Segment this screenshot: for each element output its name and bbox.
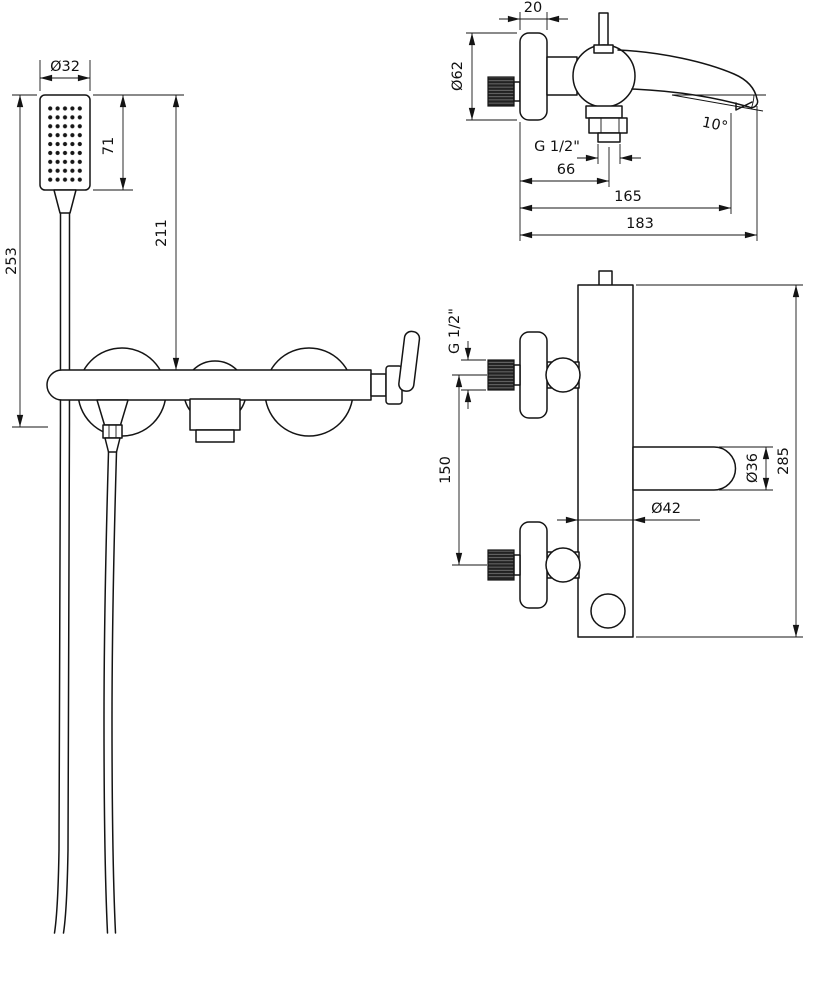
body-diameter-label: Ø42 bbox=[651, 501, 681, 517]
spout-dimensions: 20 Ø62 G 1/2" 66 bbox=[450, 0, 766, 241]
outlet-collar bbox=[585, 105, 623, 119]
dim-flange-width: 20 bbox=[499, 0, 568, 30]
lower-inlet-stem bbox=[513, 554, 521, 576]
outlet-nut bbox=[588, 117, 628, 134]
hose-right-edge bbox=[103, 451, 110, 934]
dim-total-reach: 183 bbox=[520, 106, 758, 241]
total-height-front-label: 253 bbox=[4, 247, 20, 275]
mixer-body-front bbox=[46, 330, 421, 453]
dim-total-height-front: 253 bbox=[4, 94, 48, 428]
stem-collar bbox=[593, 44, 614, 54]
front-dimensions: Ø32 71 211 253 bbox=[4, 59, 184, 428]
spout-aerator bbox=[735, 101, 753, 111]
hose-left-edge bbox=[62, 212, 71, 934]
lower-inlet-thread-knurl bbox=[487, 549, 515, 581]
dim-outlet-thread: G 1/2" bbox=[534, 139, 641, 164]
dim-shower-length: 71 bbox=[93, 94, 184, 191]
handle-lever bbox=[398, 330, 421, 392]
hose-right-edge bbox=[111, 451, 118, 934]
valve-body bbox=[572, 44, 636, 108]
cartridge-stem bbox=[598, 12, 609, 48]
dim-total-height-side: 285 bbox=[636, 284, 803, 638]
lower-inlet-flange bbox=[519, 521, 548, 609]
wall-flange bbox=[519, 32, 548, 121]
dim-inlet-spacing: 150 bbox=[438, 374, 487, 566]
side-dimensions: G 1/2" 150 Ø36 Ø42 bbox=[438, 284, 803, 638]
aerator bbox=[195, 429, 235, 443]
spout-curve bbox=[617, 49, 759, 109]
dim-flange-diameter: Ø62 bbox=[450, 32, 517, 121]
upper-inlet-stem bbox=[513, 364, 521, 386]
shower-hoses bbox=[53, 212, 118, 934]
outlet-tail bbox=[597, 132, 621, 143]
dim-wall-to-outlet: 66 bbox=[519, 122, 610, 241]
handle-neck bbox=[370, 373, 387, 397]
dim-shower-diameter: Ø32 bbox=[39, 59, 91, 91]
hose-left-edge bbox=[53, 212, 62, 934]
outlet-thread-label: G 1/2" bbox=[534, 139, 580, 155]
hose-outlet-taper bbox=[104, 437, 121, 453]
rail-height-label: 211 bbox=[154, 219, 170, 247]
down-spout bbox=[189, 398, 241, 431]
wall-thread-knurl bbox=[487, 76, 515, 107]
spray-face bbox=[46, 104, 84, 184]
upper-union-nut bbox=[545, 357, 581, 393]
dim-body-diameter: Ø42 bbox=[557, 501, 700, 524]
shower-diameter-label: Ø32 bbox=[50, 59, 80, 75]
thread-stem bbox=[513, 81, 521, 102]
body-bar bbox=[46, 369, 372, 401]
side-spout bbox=[632, 446, 737, 491]
dim-spout-diameter: Ø36 bbox=[719, 446, 773, 491]
hand-shower bbox=[39, 94, 91, 214]
mixer-side-body bbox=[487, 270, 737, 638]
valve-neck bbox=[546, 56, 578, 96]
hand-shower-cone bbox=[53, 189, 77, 214]
spout-side-view: 20 Ø62 G 1/2" 66 bbox=[450, 0, 766, 241]
wall-to-outlet-label: 66 bbox=[557, 162, 575, 178]
total-reach-label: 183 bbox=[626, 216, 654, 232]
hose-outlet-nut bbox=[102, 424, 123, 439]
total-height-side-label: 285 bbox=[776, 447, 792, 475]
flange-width-label: 20 bbox=[524, 0, 542, 16]
wall-to-aerator-label: 165 bbox=[614, 189, 642, 205]
top-tab bbox=[598, 270, 613, 287]
spout-body bbox=[487, 12, 759, 143]
dim-wall-to-aerator: 165 bbox=[520, 113, 732, 214]
lower-union-nut bbox=[545, 547, 581, 583]
shower-length-label: 71 bbox=[101, 137, 117, 155]
front-view: Ø32 71 211 253 bbox=[4, 59, 421, 934]
upper-inlet-flange bbox=[519, 331, 548, 419]
inlet-spacing-label: 150 bbox=[438, 456, 454, 484]
upper-inlet-thread-knurl bbox=[487, 359, 515, 391]
dim-rail-height: 211 bbox=[154, 95, 180, 370]
dim-spout-angle: 10° bbox=[671, 94, 766, 136]
dim-inlet-thread: G 1/2" bbox=[447, 308, 486, 409]
inlet-thread-label: G 1/2" bbox=[447, 308, 463, 354]
mixer-side-view: G 1/2" 150 Ø36 Ø42 bbox=[438, 270, 803, 638]
shower-holder-ring bbox=[590, 593, 626, 629]
spout-angle-label: 10° bbox=[701, 115, 729, 136]
flange-diameter-label: Ø62 bbox=[450, 61, 466, 91]
spout-diameter-label: Ø36 bbox=[745, 453, 761, 483]
mixer-column bbox=[577, 284, 634, 638]
